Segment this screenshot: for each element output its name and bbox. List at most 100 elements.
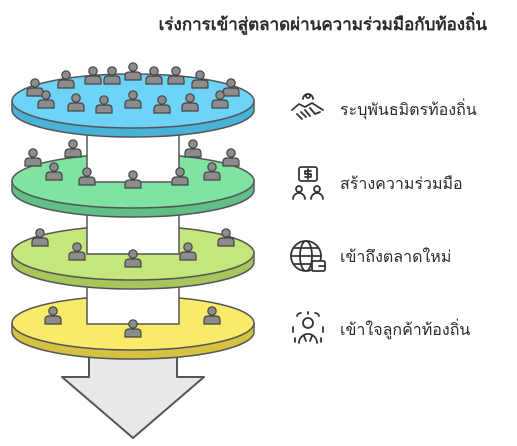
person-icon	[167, 66, 185, 85]
person-body	[26, 87, 44, 97]
layer-label-1: ระบุพันธมิตรท้องถิ่น	[340, 100, 477, 119]
person-icon	[57, 70, 75, 89]
handshake-icon	[291, 93, 324, 120]
person-icon	[222, 78, 240, 97]
person-head	[82, 167, 92, 177]
person-icon	[124, 319, 142, 338]
person-icon	[217, 228, 235, 247]
person-head	[175, 167, 185, 177]
person-icon	[124, 62, 142, 81]
person-icon	[211, 90, 229, 109]
people-group-3	[31, 228, 235, 268]
person-icon	[179, 242, 197, 261]
person-icon	[181, 93, 199, 112]
person-icon	[145, 66, 163, 85]
person-body	[203, 315, 221, 325]
person-icon	[37, 90, 55, 109]
person-icon	[78, 167, 96, 186]
person-icon	[124, 90, 142, 109]
person-body	[95, 104, 113, 114]
person-icon	[184, 139, 202, 158]
person-body	[31, 237, 49, 247]
person-head	[71, 93, 81, 103]
person-icon	[124, 170, 142, 189]
person-body	[84, 75, 102, 85]
layer-label-4: เข้าใจลูกค้าท้องถิ่น	[340, 320, 471, 339]
layer-label-2: สร้างความร่วมมือ	[340, 174, 463, 193]
person-head	[128, 170, 138, 180]
person-body	[211, 99, 229, 109]
person-icon	[67, 93, 85, 112]
person-icon	[68, 242, 86, 261]
person-icon	[95, 95, 113, 114]
person-body	[222, 157, 240, 167]
person-body	[124, 99, 142, 109]
person-body	[179, 251, 197, 261]
person-body	[78, 176, 96, 186]
person-head	[99, 95, 109, 105]
person-body	[45, 171, 63, 181]
person-head	[226, 78, 236, 88]
person-body	[181, 102, 199, 112]
person-body	[64, 148, 82, 158]
person-head	[72, 242, 82, 252]
person-body	[191, 79, 209, 89]
person-head	[221, 228, 231, 238]
person-head	[149, 66, 159, 76]
person-body	[145, 75, 163, 85]
person-head	[28, 148, 38, 158]
person-head	[128, 319, 138, 329]
people-group-2	[24, 139, 240, 189]
person-icon	[45, 162, 63, 181]
person-body	[222, 87, 240, 97]
person-head	[49, 162, 59, 172]
person-head	[68, 139, 78, 149]
person-body	[37, 99, 55, 109]
person-icon	[203, 306, 221, 325]
person-head	[195, 70, 205, 80]
person-body	[57, 79, 75, 89]
customer-insight-icon	[292, 311, 324, 344]
person-body	[124, 328, 142, 338]
person-head	[215, 90, 225, 100]
people-group-4	[44, 306, 221, 338]
person-icon	[44, 306, 62, 325]
person-body	[124, 258, 142, 268]
person-head	[171, 66, 181, 76]
person-body	[44, 315, 62, 325]
person-body	[124, 179, 142, 189]
person-head	[48, 306, 58, 316]
person-head	[88, 66, 98, 76]
column-segment-4	[86, 283, 180, 325]
person-head	[35, 228, 45, 238]
person-body	[68, 251, 86, 261]
person-head	[207, 306, 217, 316]
person-icon	[84, 66, 102, 85]
person-body	[124, 71, 142, 81]
person-head	[183, 242, 193, 252]
person-head	[128, 249, 138, 259]
person-body	[217, 237, 235, 247]
person-icon	[222, 148, 240, 167]
person-head	[226, 148, 236, 158]
person-icon	[191, 70, 209, 89]
person-head	[207, 162, 217, 172]
person-icon	[171, 167, 189, 186]
person-body	[153, 104, 171, 114]
page-title: เร่งการเข้าสู่ตลาดผ่านความร่วมมือกับท้อง…	[158, 15, 487, 35]
person-body	[203, 171, 221, 181]
person-body	[103, 75, 121, 85]
people-group-1	[26, 62, 240, 114]
person-head	[107, 66, 117, 76]
person-icon	[203, 162, 221, 181]
person-icon	[124, 249, 142, 268]
person-icon	[24, 148, 42, 167]
person-body	[184, 148, 202, 158]
person-icon	[26, 78, 44, 97]
person-body	[167, 75, 185, 85]
person-head	[30, 78, 40, 88]
person-head	[185, 93, 195, 103]
person-icon	[64, 139, 82, 158]
